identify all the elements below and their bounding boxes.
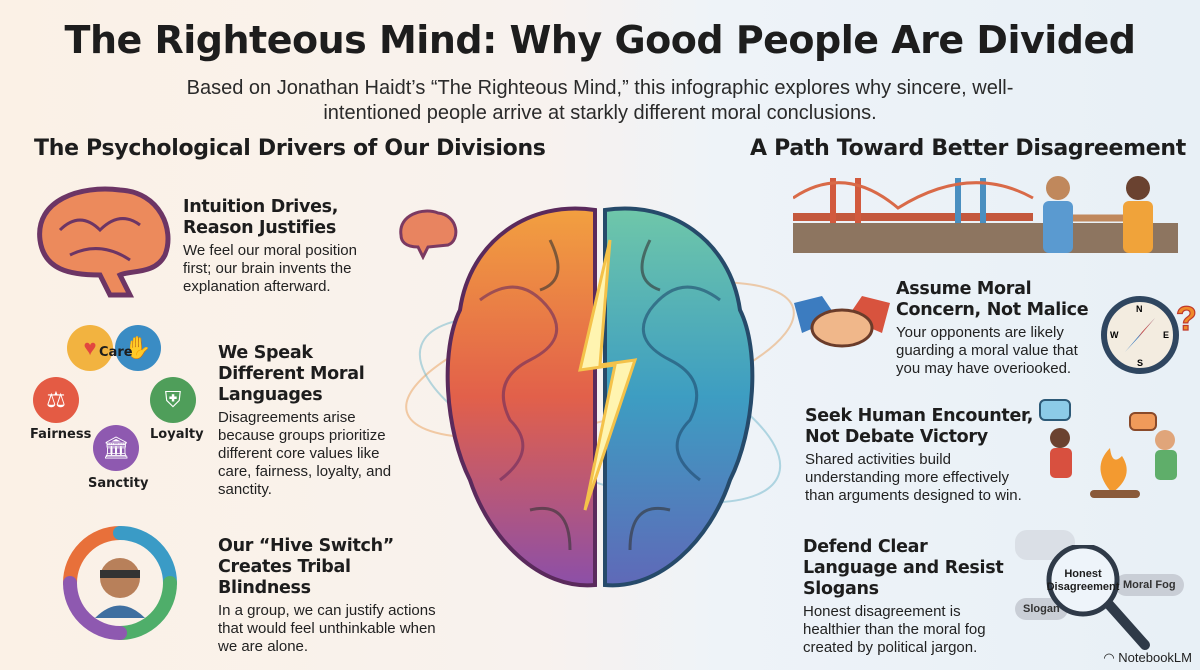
driver-item-hive-switch: Our “Hive Switch” Creates Tribal Blindne…	[218, 536, 448, 656]
driver-item-intuition: Intuition Drives, Reason Justifies We fe…	[183, 197, 383, 296]
item-title: Our “Hive Switch” Creates Tribal Blindne…	[218, 536, 394, 598]
label-care: Care	[99, 345, 133, 360]
brain-left-hemisphere	[445, 206, 597, 588]
handshake-icon	[794, 296, 890, 348]
label-fairness: Fairness	[30, 427, 92, 442]
caring-hand-icon: ✋	[115, 325, 161, 371]
path-item-human-encounter: Seek Human Encounter, Not Debate Victory…	[805, 406, 1035, 505]
compass-s: S	[1137, 358, 1143, 368]
right-heading: A Path Toward Better Disagreement	[750, 136, 1186, 161]
magnifier-icon	[1046, 545, 1150, 650]
label-loyalty: Loyalty	[150, 427, 204, 442]
heart-icon: ♥	[67, 325, 113, 371]
item-body: In a group, we can justify actions that …	[218, 602, 436, 655]
bridge-handshake-illustration	[793, 176, 1178, 253]
lightning-bolt-icon	[578, 239, 638, 511]
item-body: Honest disagreement is healthier than th…	[803, 603, 986, 656]
path-item-clear-language: Defend Clear Language and Resist Slogans…	[803, 537, 1013, 657]
item-body: Disagreements arise because groups prior…	[218, 409, 392, 498]
magnifier-text: Honest Disagreement	[1046, 568, 1120, 593]
item-title: Intuition Drives, Reason Justifies	[183, 197, 339, 238]
compass-w: W	[1110, 330, 1119, 340]
label-sanctity: Sanctity	[88, 476, 149, 491]
brain-profile-icon	[37, 186, 171, 298]
brand-label: NotebookLM	[1118, 650, 1192, 665]
item-body: We feel our moral position first; our br…	[183, 242, 357, 295]
item-title: Defend Clear Language and Resist Slogans	[803, 537, 1004, 599]
page-title: The Righteous Mind: Why Good People Are …	[64, 18, 1136, 62]
svg-text:?: ?	[1176, 300, 1197, 338]
bubble-moral-fog: Moral Fog	[1115, 574, 1184, 596]
small-brain-icon	[399, 209, 458, 260]
compass-e: E	[1163, 330, 1169, 340]
item-body: Your opponents are likely guarding a mor…	[896, 324, 1078, 377]
left-heading: The Psychological Drivers of Our Divisio…	[34, 136, 546, 161]
path-item-moral-concern: Assume Moral Concern, Not Malice Your op…	[896, 279, 1091, 378]
bubble-slogan: Slogan	[1015, 598, 1068, 620]
scales-icon: ⚖	[33, 377, 79, 423]
item-title: We Speak Different Moral Languages	[218, 343, 365, 405]
compass-n: N	[1136, 304, 1143, 314]
compass-question-icon: N E S W ?	[1101, 296, 1197, 374]
subtitle: Based on Jonathan Haidt’s “The Righteous…	[186, 77, 1014, 124]
notebooklm-logo-icon: ◠	[1103, 650, 1119, 665]
notebooklm-watermark: ◠ NotebookLM	[1103, 650, 1192, 666]
hive-swirl-icon	[63, 526, 177, 640]
shield-icon: ⛨	[150, 377, 196, 423]
brain-right-hemisphere	[603, 206, 755, 588]
item-title: Assume Moral Concern, Not Malice	[896, 279, 1089, 320]
central-brain-illustration	[405, 206, 795, 588]
temple-icon: 🏛	[93, 425, 139, 471]
item-body: Shared activities build understanding mo…	[805, 451, 1022, 504]
item-title: Seek Human Encounter, Not Debate Victory	[805, 406, 1034, 447]
driver-item-moral-languages: We Speak Different Moral Languages Disag…	[218, 343, 398, 499]
campfire-conversation-icon	[1039, 399, 1177, 498]
